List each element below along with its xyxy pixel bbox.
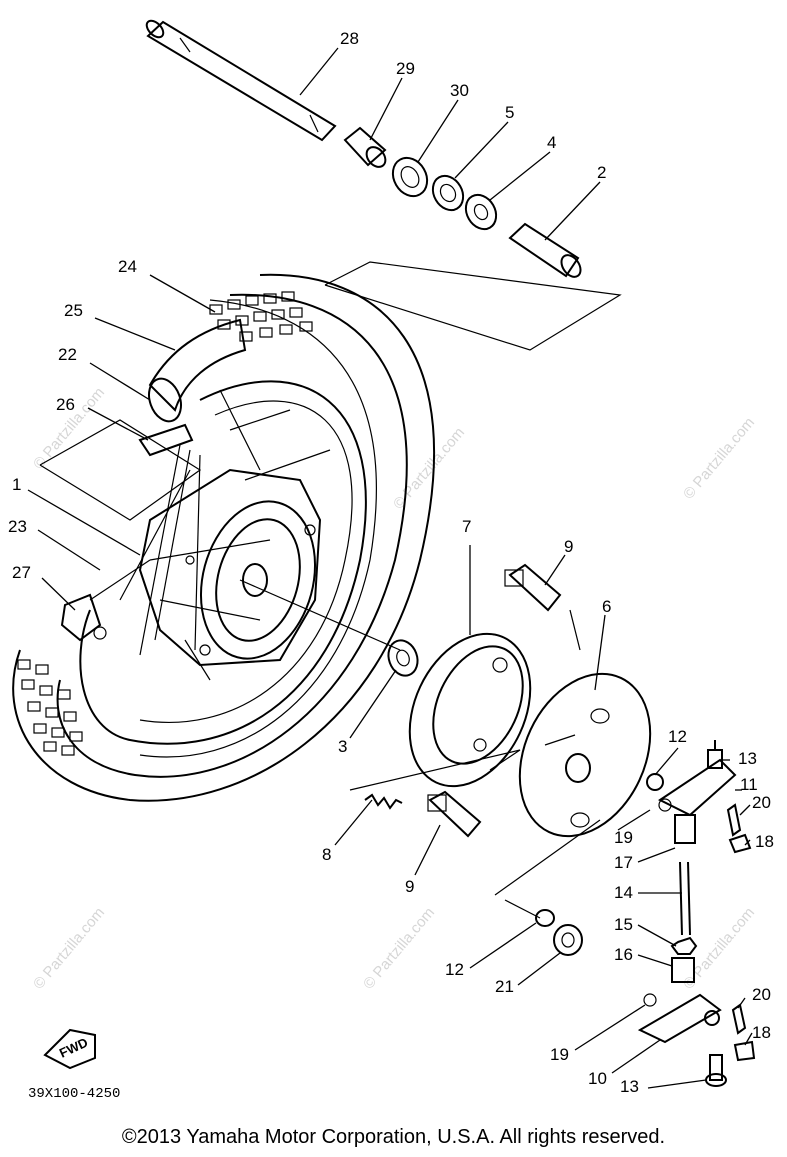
camshaft bbox=[427, 790, 482, 838]
callout-label: 18 bbox=[755, 832, 774, 851]
rod-joint bbox=[671, 957, 695, 983]
callout-label: 27 bbox=[12, 563, 31, 582]
callout-label: 13 bbox=[738, 749, 757, 768]
cam-lever-lower bbox=[637, 993, 756, 1062]
callout-label: 28 bbox=[340, 29, 359, 48]
valve-stem-line bbox=[89, 559, 151, 601]
callout-label: 9 bbox=[564, 537, 573, 556]
collar bbox=[343, 126, 387, 168]
callouts: 28 29 30 5 4 2 24 25 22 26 1 23 27 3 7 9… bbox=[8, 29, 774, 1096]
callout-label: 23 bbox=[8, 517, 27, 536]
callout-label: 4 bbox=[547, 133, 556, 152]
watermarks: © Partzilla.com © Partzilla.com © Partzi… bbox=[30, 384, 758, 992]
tube bbox=[148, 318, 247, 423]
callout-label: 17 bbox=[614, 853, 633, 872]
return-spring bbox=[553, 924, 583, 956]
tread-knobs bbox=[17, 291, 313, 756]
callout-label: 29 bbox=[396, 59, 415, 78]
callout-label: 19 bbox=[550, 1045, 569, 1064]
watermark: © Partzilla.com bbox=[360, 904, 438, 992]
leader-lines bbox=[27, 47, 753, 1089]
assembly-bracket bbox=[324, 261, 622, 351]
spring bbox=[364, 793, 403, 810]
callout-label: 14 bbox=[614, 883, 633, 902]
callout-label: 16 bbox=[614, 945, 633, 964]
callout-label: 20 bbox=[752, 985, 771, 1004]
axle bbox=[145, 19, 337, 142]
rim bbox=[79, 380, 367, 745]
callout-label: 22 bbox=[58, 345, 77, 364]
callout-label: 2 bbox=[597, 163, 606, 182]
callout-label: 20 bbox=[752, 793, 771, 812]
tire bbox=[12, 273, 436, 802]
assembly-bracket bbox=[569, 609, 581, 651]
callout-label: 12 bbox=[445, 960, 464, 979]
assembly-bracket bbox=[494, 819, 601, 896]
bolt bbox=[705, 1054, 727, 1087]
callout-label: 6 bbox=[602, 597, 611, 616]
callout-label: 26 bbox=[56, 395, 75, 414]
callout-label: 5 bbox=[505, 103, 514, 122]
assembly-bracket bbox=[39, 419, 202, 521]
copyright-notice: ©2013 Yamaha Motor Corporation, U.S.A. A… bbox=[121, 1126, 666, 1148]
callout-label: 24 bbox=[118, 257, 137, 276]
spokes bbox=[119, 389, 331, 681]
callout-label: 8 bbox=[322, 845, 331, 864]
catalog-code: 39X100-4250 bbox=[28, 1086, 121, 1102]
watermark: © Partzilla.com bbox=[680, 904, 758, 992]
callout-label: 25 bbox=[64, 301, 83, 320]
rim-band bbox=[138, 423, 194, 457]
washer bbox=[535, 909, 555, 927]
forward-arrow: FWD bbox=[43, 1028, 96, 1070]
callout-label: 21 bbox=[495, 977, 514, 996]
callout-label: 13 bbox=[620, 1077, 639, 1096]
watermark: © Partzilla.com bbox=[680, 414, 758, 502]
oil-seal bbox=[391, 156, 429, 198]
callout-label: 7 bbox=[462, 517, 471, 536]
callout-label: 12 bbox=[668, 727, 687, 746]
watermark: © Partzilla.com bbox=[390, 424, 468, 512]
callout-label: 18 bbox=[752, 1023, 771, 1042]
callout-label: 11 bbox=[740, 775, 758, 794]
axle-centerline bbox=[239, 579, 401, 651]
camshaft bbox=[504, 563, 562, 612]
nut bbox=[670, 936, 698, 955]
brake-rod bbox=[679, 861, 691, 936]
callout-label: 10 bbox=[588, 1069, 607, 1088]
watermark: © Partzilla.com bbox=[30, 904, 108, 992]
assembly-bracket bbox=[504, 899, 541, 919]
valve-cap bbox=[60, 593, 107, 642]
callout-label: 30 bbox=[450, 81, 469, 100]
spacer bbox=[508, 222, 582, 278]
bearing bbox=[431, 174, 465, 212]
callout-label: 3 bbox=[338, 737, 347, 756]
bearing bbox=[464, 193, 498, 231]
assembly-bracket bbox=[349, 749, 521, 791]
brake-shoes bbox=[408, 632, 532, 788]
cam-lever-upper bbox=[646, 740, 752, 854]
brake-shoe-plate bbox=[518, 672, 652, 838]
bearing bbox=[387, 639, 419, 677]
callout-label: 15 bbox=[614, 915, 633, 934]
hub bbox=[138, 468, 322, 667]
callout-label: 9 bbox=[405, 877, 414, 896]
callout-label: 1 bbox=[12, 475, 21, 494]
callout-label: 19 bbox=[614, 828, 633, 847]
